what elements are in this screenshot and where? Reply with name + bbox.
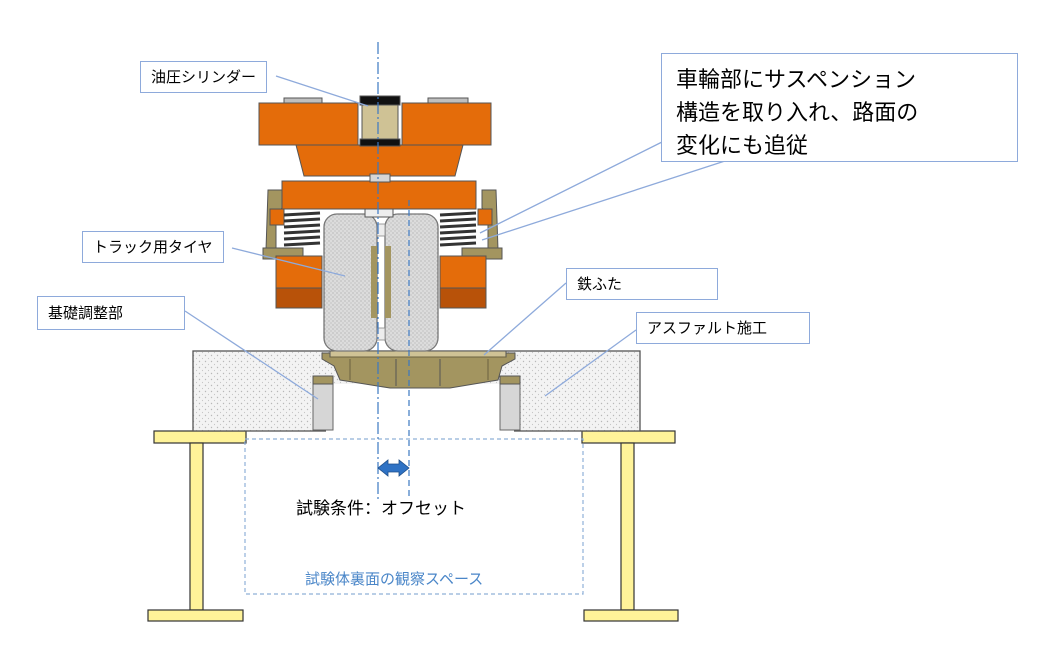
leader-cylinder — [275, 75, 369, 107]
tire-right — [384, 213, 439, 352]
note-line-1: 車輪部にサスペンション — [676, 68, 917, 93]
tire-left — [323, 213, 378, 352]
frame-left-post — [189, 442, 204, 611]
support-frame — [147, 430, 679, 622]
leader-asphalt — [544, 329, 637, 397]
truck-tires — [323, 213, 439, 352]
frame-right-post — [620, 442, 635, 611]
suspension-spring-right — [439, 211, 477, 247]
frame-left-top-beam — [153, 430, 247, 444]
offset-arrow — [377, 459, 410, 477]
suspension-assembly — [262, 180, 503, 309]
callout-suspension-note: 車輪部にサスペンション 構造を取り入れ、路面の 変化にも追従 — [661, 53, 1018, 162]
hydraulic-cylinder-assembly — [258, 95, 492, 183]
leader-iron-lid — [483, 282, 567, 356]
label-truck-tire: トラック用タイヤ — [82, 231, 224, 263]
leader-tire — [231, 247, 346, 277]
frame-right-foot — [583, 609, 679, 622]
observation-space-text: 試験体裏面の観察スペース — [305, 570, 484, 588]
slab-opening — [326, 384, 514, 432]
leader-note-1 — [479, 141, 663, 234]
note-line-2: 構造を取り入れ、路面の — [676, 101, 919, 126]
iron-lid — [321, 350, 516, 389]
frame-left-foot — [147, 609, 244, 622]
label-iron-lid: 鉄ふた — [566, 268, 718, 300]
label-hydraulic-cylinder: 油圧シリンダー — [140, 61, 268, 93]
frame-right-top-beam — [581, 430, 676, 444]
leader-base — [184, 310, 319, 400]
observation-space-box — [244, 438, 584, 595]
note-line-3: 変化にも追従 — [676, 134, 809, 159]
callout-leaders — [184, 75, 729, 400]
suspension-spring-left — [283, 211, 321, 247]
label-base-adjustment: 基礎調整部 — [37, 296, 185, 330]
test-condition-text: 試験条件：オフセット — [296, 499, 466, 519]
cylinder-rod — [361, 103, 399, 143]
leader-note-2 — [481, 159, 729, 241]
label-asphalt-construction: アスファルト施工 — [636, 312, 810, 344]
